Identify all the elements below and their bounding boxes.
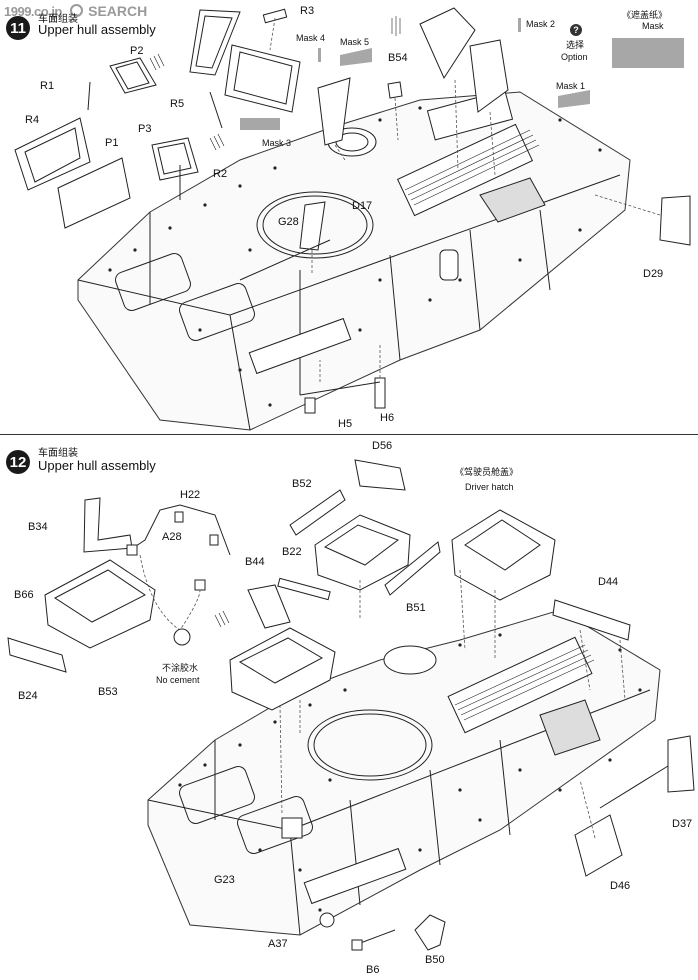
part-label-b54: B54	[388, 52, 408, 64]
step-11-number: 11	[6, 16, 30, 40]
watermark: 1999.co.jp SEARCH	[4, 3, 147, 19]
step-11-hull-drawing	[77, 89, 631, 431]
part-label-b6: B6	[366, 964, 380, 976]
part-label-d17: D17	[352, 200, 373, 212]
mask-label-2: Mask 2	[526, 19, 556, 29]
part-label-b51: B51	[406, 602, 426, 614]
part-label-b34: B34	[28, 521, 48, 533]
driver-hatch-en: Driver hatch	[465, 482, 514, 492]
option-label-en: Option	[561, 52, 588, 62]
part-label-d56: D56	[372, 440, 393, 452]
mask-legend-cn: 《遮盖纸》	[622, 10, 668, 20]
part-label-h6: H6	[380, 412, 395, 424]
step-12-title-cn: 车面组装	[38, 448, 78, 459]
part-label-r5: R5	[170, 98, 185, 110]
section-divider	[0, 434, 698, 435]
step-11-title: Upper hull assembly	[38, 22, 156, 37]
part-label-b44: B44	[245, 556, 265, 568]
part-label-d44: D44	[598, 576, 619, 588]
part-label-r1: R1	[40, 80, 55, 92]
driver-hatch-cn: 《驾驶员舱盖》	[455, 467, 519, 477]
mask-legend-en: Mask	[642, 21, 664, 31]
part-label-r2: R2	[213, 168, 228, 180]
mask-label-1: Mask 1	[556, 81, 586, 91]
part-label-b24: B24	[18, 690, 38, 702]
part-label-p1: P1	[105, 137, 119, 149]
step-11-title-cn: 车面组装	[38, 14, 78, 25]
part-label-d37: D37	[672, 818, 693, 830]
no-cement-en: No cement	[156, 675, 200, 685]
part-label-a37: A37	[268, 938, 288, 950]
part-label-g28: G28	[278, 216, 299, 228]
part-label-r3: R3	[300, 5, 315, 17]
part-label-p2: P2	[130, 45, 144, 57]
step-12-title: Upper hull assembly	[38, 458, 156, 473]
no-cement-cn: 不涂胶水	[162, 663, 199, 673]
watermark-brand: 1999.co.jp	[4, 4, 62, 19]
step-12-hull-drawing	[147, 609, 661, 936]
part-label-h22: H22	[180, 489, 201, 501]
part-label-d29: D29	[643, 268, 664, 280]
step-11-parts	[14, 7, 691, 414]
step-12-number: 12	[6, 450, 30, 474]
part-label-b22: B22	[282, 546, 302, 558]
part-label-b53: B53	[98, 686, 118, 698]
part-label-p3: P3	[138, 123, 152, 135]
part-label-b50: B50	[425, 954, 445, 966]
part-label-h5: H5	[338, 418, 353, 430]
part-label-d46: D46	[610, 880, 631, 892]
option-label-cn: 选择	[566, 40, 585, 50]
part-label-r4: R4	[25, 114, 40, 126]
info-icon: ?	[570, 24, 582, 36]
part-label-b52: B52	[292, 478, 312, 490]
mask-label-5: Mask 5	[340, 37, 370, 47]
mask-label-3: Mask 3	[262, 138, 292, 148]
search-icon	[69, 4, 83, 17]
part-label-b66: B66	[14, 589, 34, 601]
watermark-search: SEARCH	[88, 3, 148, 19]
step-12-parts	[7, 459, 695, 951]
mask-label-4: Mask 4	[296, 33, 326, 43]
part-label-g23: G23	[214, 874, 235, 886]
part-label-a28: A28	[162, 531, 182, 543]
